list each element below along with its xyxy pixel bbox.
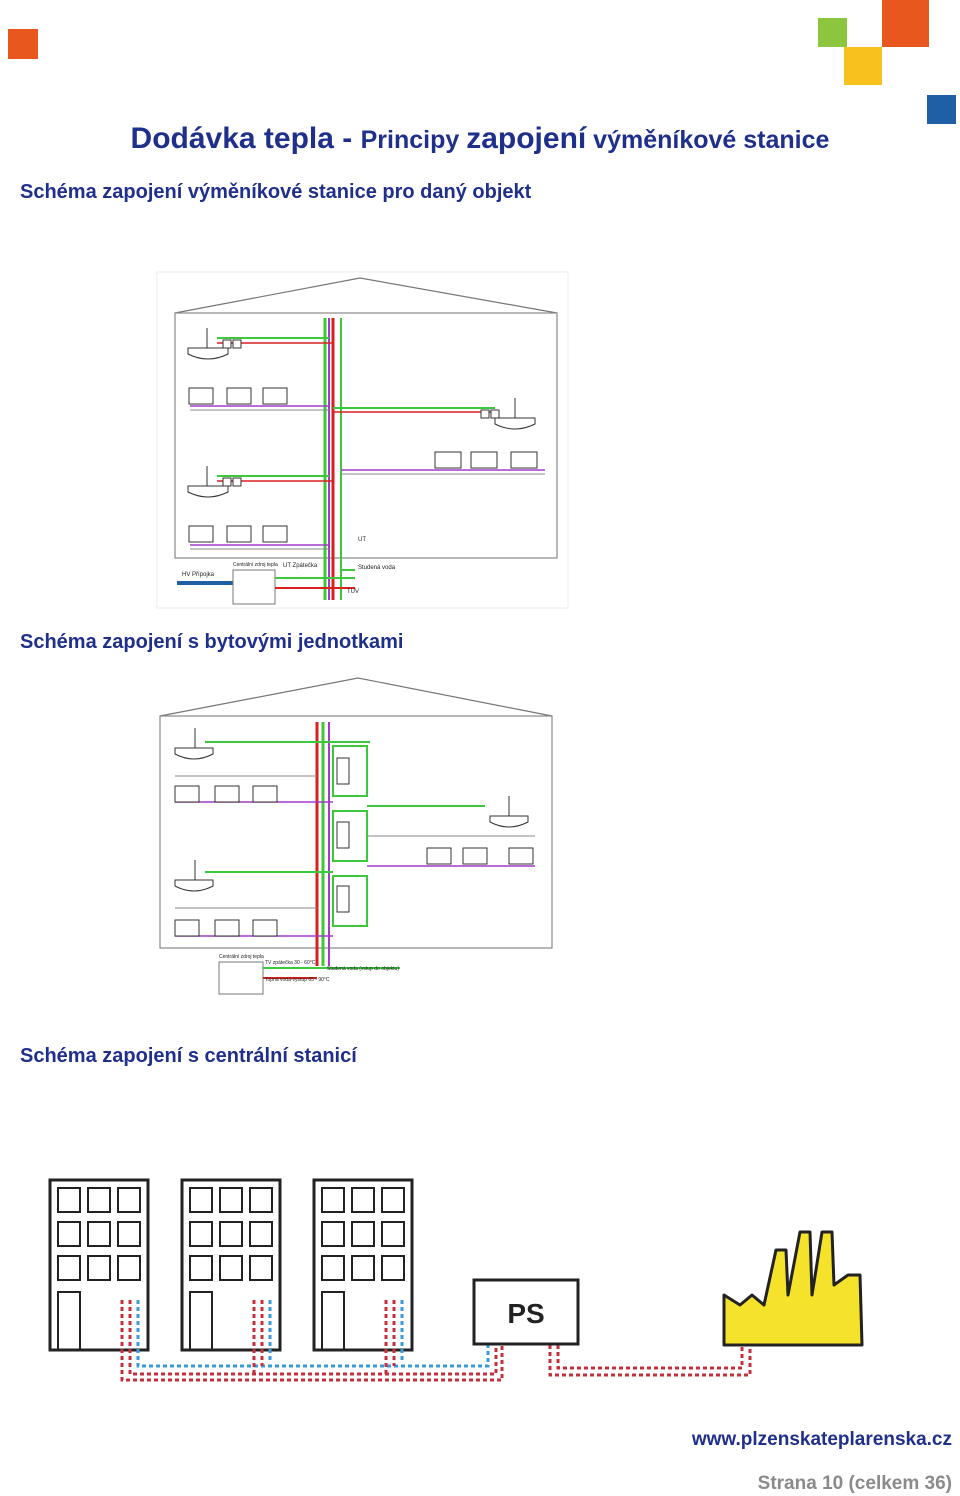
radiator-icon [188,387,288,405]
valve-icon [222,339,242,349]
building-icon [312,1178,414,1352]
logo-square-orange [882,0,929,47]
sink-icon [174,728,214,760]
apartment-unit [332,875,368,927]
page-title: Dodávka tepla - Principy zapojení výmění… [0,122,960,156]
radiator-icon [426,847,534,865]
footer-url[interactable]: www.plzenskateplarenska.cz [691,1429,952,1450]
logo-square-green [818,18,847,47]
label-ut-return: UT Zpátečka [283,563,318,569]
logo-square-yellow [844,47,882,85]
valve-icon [222,477,242,487]
sink-icon [494,398,536,430]
logo-square-blue [927,95,956,124]
title-part-2: Principy [360,126,467,154]
diagram-apartment-units: Centrální zdroj tepla TV zpátečka 30 - 6… [159,677,553,995]
apartment-unit [332,745,368,797]
label-cold-water: Studená voda (vstup do objektu) [327,966,399,972]
ps-station: PS [472,1278,580,1346]
factory-icon [722,1230,864,1347]
valve-icon [480,409,500,419]
section-heading-1: Schéma zapojení výměníkové stanice pro d… [20,181,532,203]
label-hv: HV Přípojka [182,572,215,578]
label-tuv: TUV [347,589,359,595]
radiator-icon [188,525,288,543]
label-ut: UT [358,537,366,543]
diagram-central-station: PS [48,1178,864,1382]
radiator-icon [434,451,538,469]
radiator-icon [174,785,278,803]
section-heading-2: Schéma zapojení s bytovými jednotkami [20,631,404,653]
building-icon [48,1178,150,1352]
page-number: Strana 10 (celkem 36) [757,1473,952,1494]
logo-square-orange-left [8,29,38,59]
title-part-4: výměníkové stanice [586,126,830,154]
radiator-icon [174,919,278,937]
sink-icon [174,860,214,892]
section-heading-3: Schéma zapojení s centrální stanicí [20,1045,357,1067]
sink-icon [489,796,529,828]
apartment-unit [332,810,368,862]
sink-icon [187,466,229,498]
label-heating-out: Topná voda-výstup 65 - 90°C [265,977,330,983]
ps-label: PS [507,1298,544,1329]
title-part-1: Dodávka tepla - [130,122,361,155]
label-cold-water: Studená voda [358,565,396,571]
label-tv-return: TV zpátečka 30 - 60°C [265,960,316,966]
diagram-heating-station: UT UT Zpátečka Studená voda TUV HV Přípo… [156,271,569,609]
sink-icon [187,328,229,360]
label-source: Centrální zdroj tepla [233,562,278,568]
label-source: Centrální zdroj tepla [219,954,264,960]
building-icon [180,1178,282,1352]
title-part-3: zapojení [466,122,587,155]
